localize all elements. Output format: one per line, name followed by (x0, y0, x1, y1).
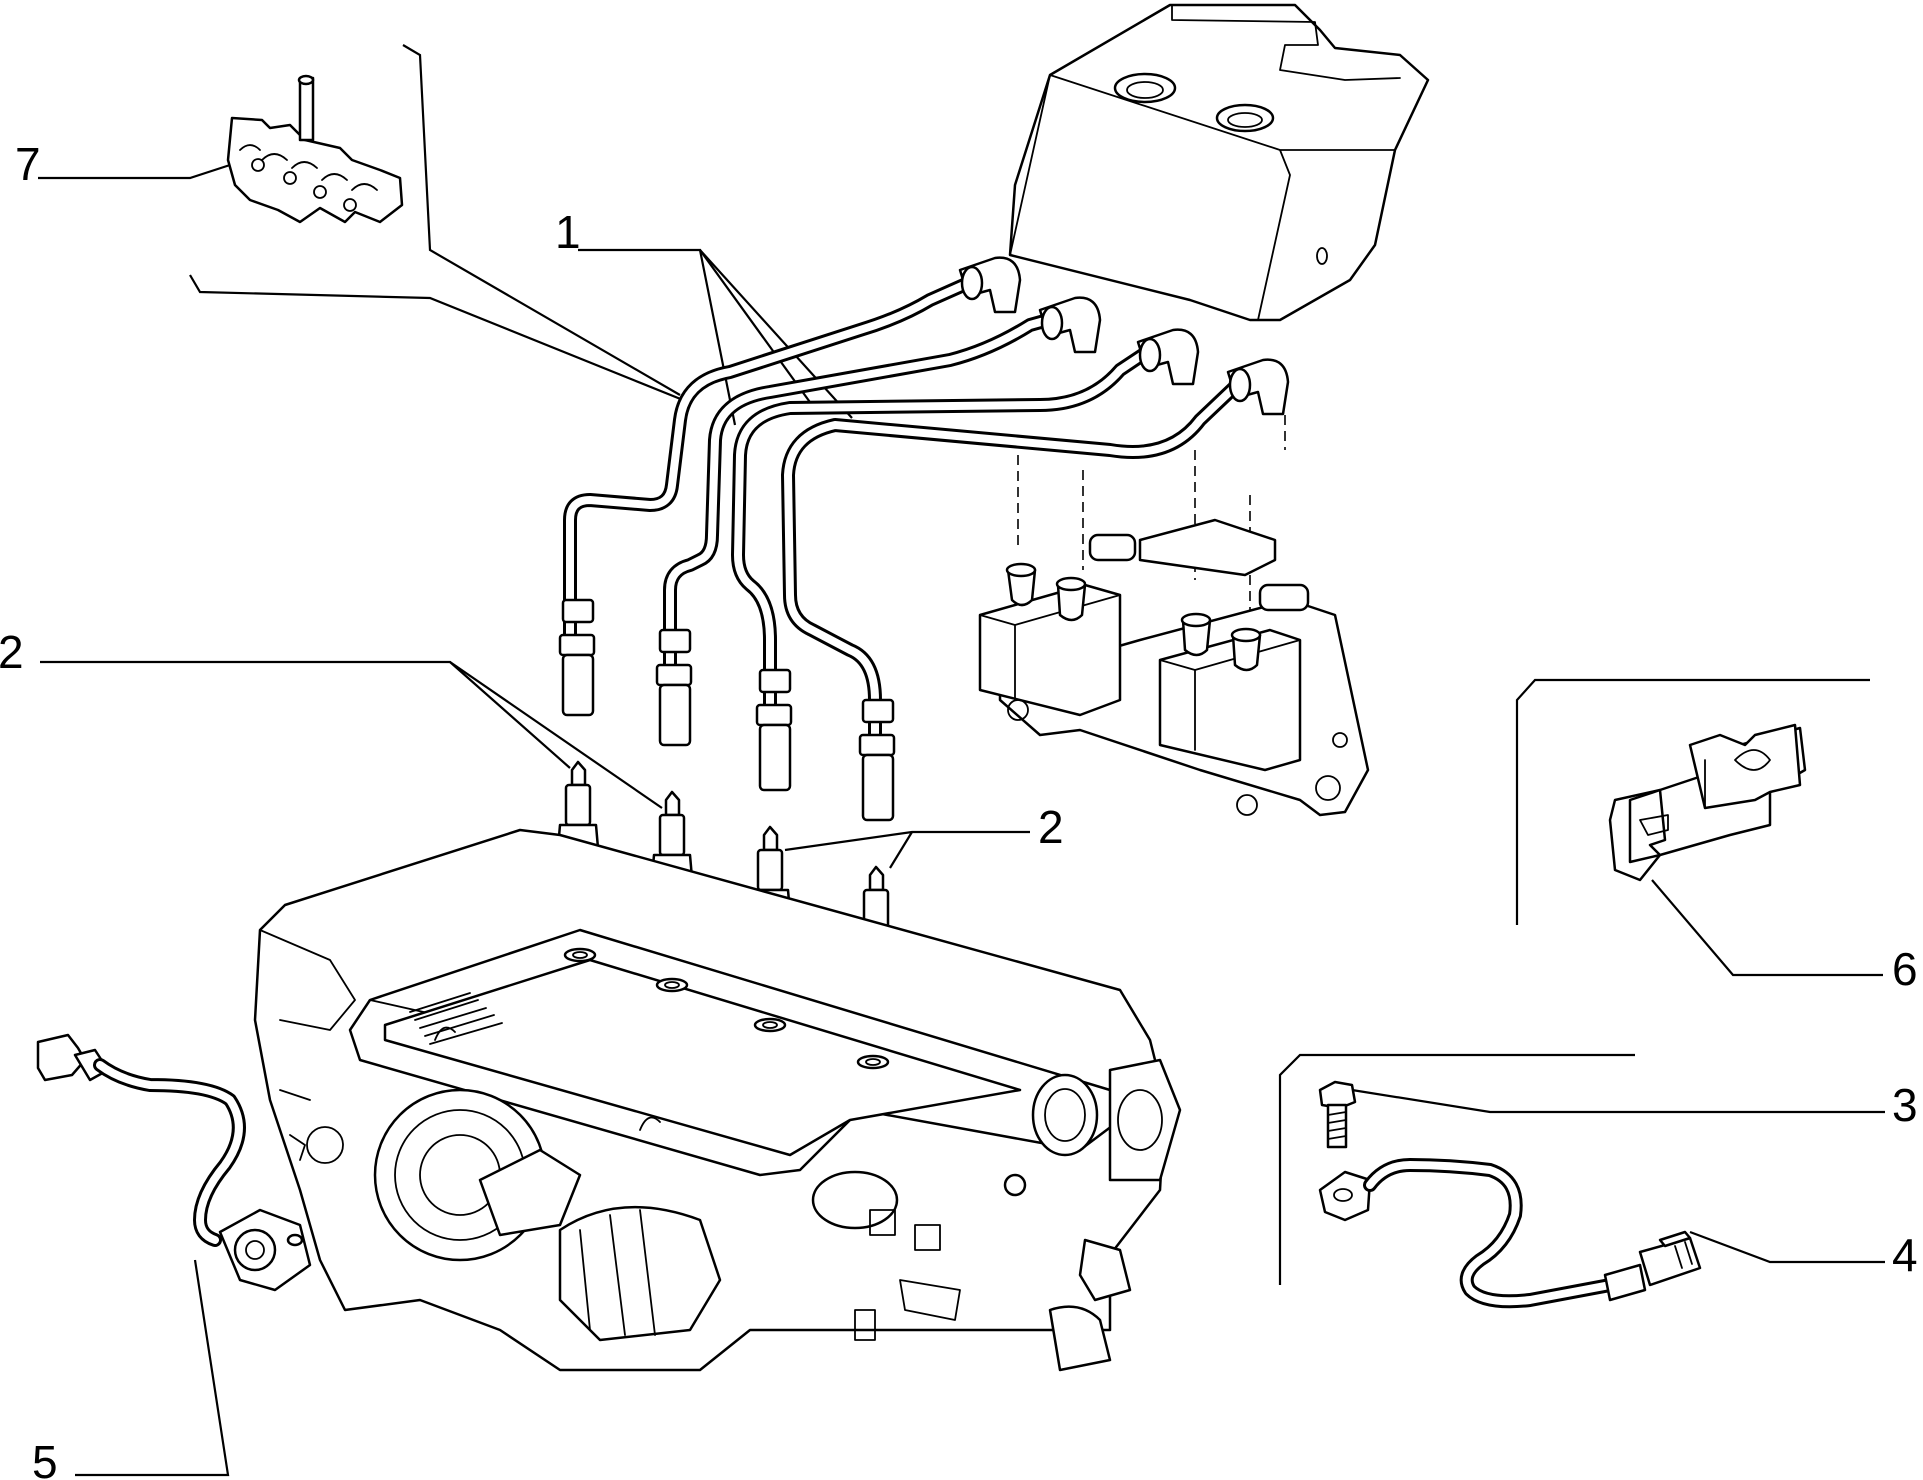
callout-2-left: 2 (0, 626, 24, 678)
coil-cover (1008, 3, 1430, 322)
part-4-knock-sensor (1318, 1158, 1702, 1309)
ignition-coil-pack (978, 415, 1370, 817)
part-5-sensor (36, 1033, 312, 1292)
part-3-bolt (1318, 1080, 1357, 1149)
engine-cylinder-head (253, 828, 1182, 1372)
callout-5: 5 (32, 1436, 58, 1480)
part-7-cable-clip (226, 74, 404, 224)
callout-7: 7 (15, 138, 41, 190)
part-6-bracket (1608, 723, 1807, 882)
callout-3: 3 (1892, 1079, 1918, 1131)
callout-4: 4 (1892, 1229, 1918, 1281)
callout-2-right: 2 (1038, 801, 1064, 853)
callout-6: 6 (1892, 943, 1918, 995)
part-1-ignition-cables (558, 256, 1290, 822)
callout-1: 1 (555, 206, 581, 258)
leader-lines (38, 44, 1885, 1477)
